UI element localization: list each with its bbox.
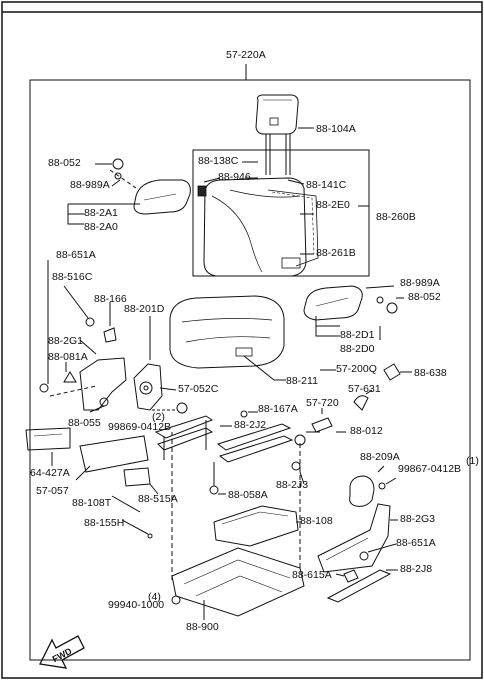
- right-side-cover-drawing: [317, 503, 398, 573]
- part-label: 88-052: [48, 157, 81, 169]
- part-label: 88-201D: [124, 303, 165, 315]
- part-label: 88-166: [94, 293, 127, 305]
- part-label: 88-108: [300, 515, 333, 527]
- part-label: 88-055: [68, 417, 101, 429]
- left-side-cover-drawing: [49, 357, 127, 413]
- part-label: 64-427A: [30, 467, 70, 479]
- part-label: 88-638: [414, 367, 447, 379]
- part-label: 88-141C: [306, 179, 347, 191]
- part-label: 88-651A: [396, 537, 436, 549]
- part-label: 57-057: [36, 485, 69, 497]
- part-label: 88-2J8: [400, 563, 433, 575]
- part-label: 88-989A: [400, 277, 440, 289]
- seat-cushion-drawing: [169, 295, 285, 381]
- base-frame-drawing: [213, 505, 302, 547]
- part-label: 88-2E0: [316, 199, 350, 211]
- part-label: 88-104A: [316, 123, 356, 135]
- part-label: 88-515A: [138, 493, 178, 505]
- part-label: 88-2G1: [48, 335, 84, 347]
- part-label: 88-108T: [72, 497, 112, 509]
- lever-drawing: [291, 408, 333, 471]
- part-label: (2): [152, 411, 165, 423]
- part-label: 88-155H: [84, 517, 125, 529]
- part-label: 88-261B: [316, 247, 356, 259]
- part-label: 88-058A: [228, 489, 268, 501]
- floor-frame-drawing: [171, 432, 305, 620]
- part-label: 88-2D0: [340, 343, 375, 355]
- part-label: (4): [148, 591, 161, 603]
- part-label: 88-209A: [360, 451, 400, 463]
- part-label: 88-651A: [56, 249, 96, 261]
- left-lower-cover-drawing: [25, 427, 149, 481]
- part-label: 88-2J3: [276, 479, 309, 491]
- assembly-number: 57-220A: [226, 49, 266, 61]
- part-label: 88-946: [218, 171, 251, 183]
- part-label: 99940-1000: [108, 599, 165, 611]
- part-label: 88-615A: [292, 569, 332, 581]
- part-label: 88-2D1: [340, 329, 375, 341]
- fwd-arrow-icon: [39, 635, 85, 669]
- part-label: 57-720: [306, 397, 339, 409]
- left-armrest-drawing: [109, 158, 191, 215]
- part-label: 88-2A0: [84, 221, 118, 233]
- right-armrest-drawing: [303, 285, 398, 321]
- part-label: 88-989A: [70, 179, 110, 191]
- part-label: 57-052C: [178, 383, 219, 395]
- part-label: 88-2A1: [84, 207, 118, 219]
- part-label: 88-138C: [198, 155, 239, 167]
- part-label: 88-2G3: [400, 513, 436, 525]
- part-label: 88-2J2: [234, 419, 267, 431]
- part-label: 88-900: [186, 621, 219, 633]
- part-label: 88-260B: [376, 211, 416, 223]
- recliner-drawing: [133, 363, 188, 414]
- part-label: 88-081A: [48, 351, 88, 363]
- part-label: 88-052: [408, 291, 441, 303]
- headrest-drawing: [255, 94, 314, 175]
- part-label: 99869-0412B: [108, 421, 172, 433]
- assembly-box: [29, 79, 471, 661]
- part-label: 88-516C: [52, 271, 93, 283]
- part-label: 88-012: [350, 425, 383, 437]
- part-label: (1): [466, 455, 479, 467]
- part-label: 88-167A: [258, 403, 298, 415]
- right-track-drawing: [213, 410, 294, 486]
- part-label: 99867-0412B: [398, 463, 462, 475]
- part-label: 57-631: [348, 383, 381, 395]
- seatback-drawing: [197, 177, 319, 277]
- part-label: 57-200Q: [336, 363, 377, 375]
- left-track-drawing: [154, 415, 214, 460]
- part-label: 88-211: [286, 375, 318, 387]
